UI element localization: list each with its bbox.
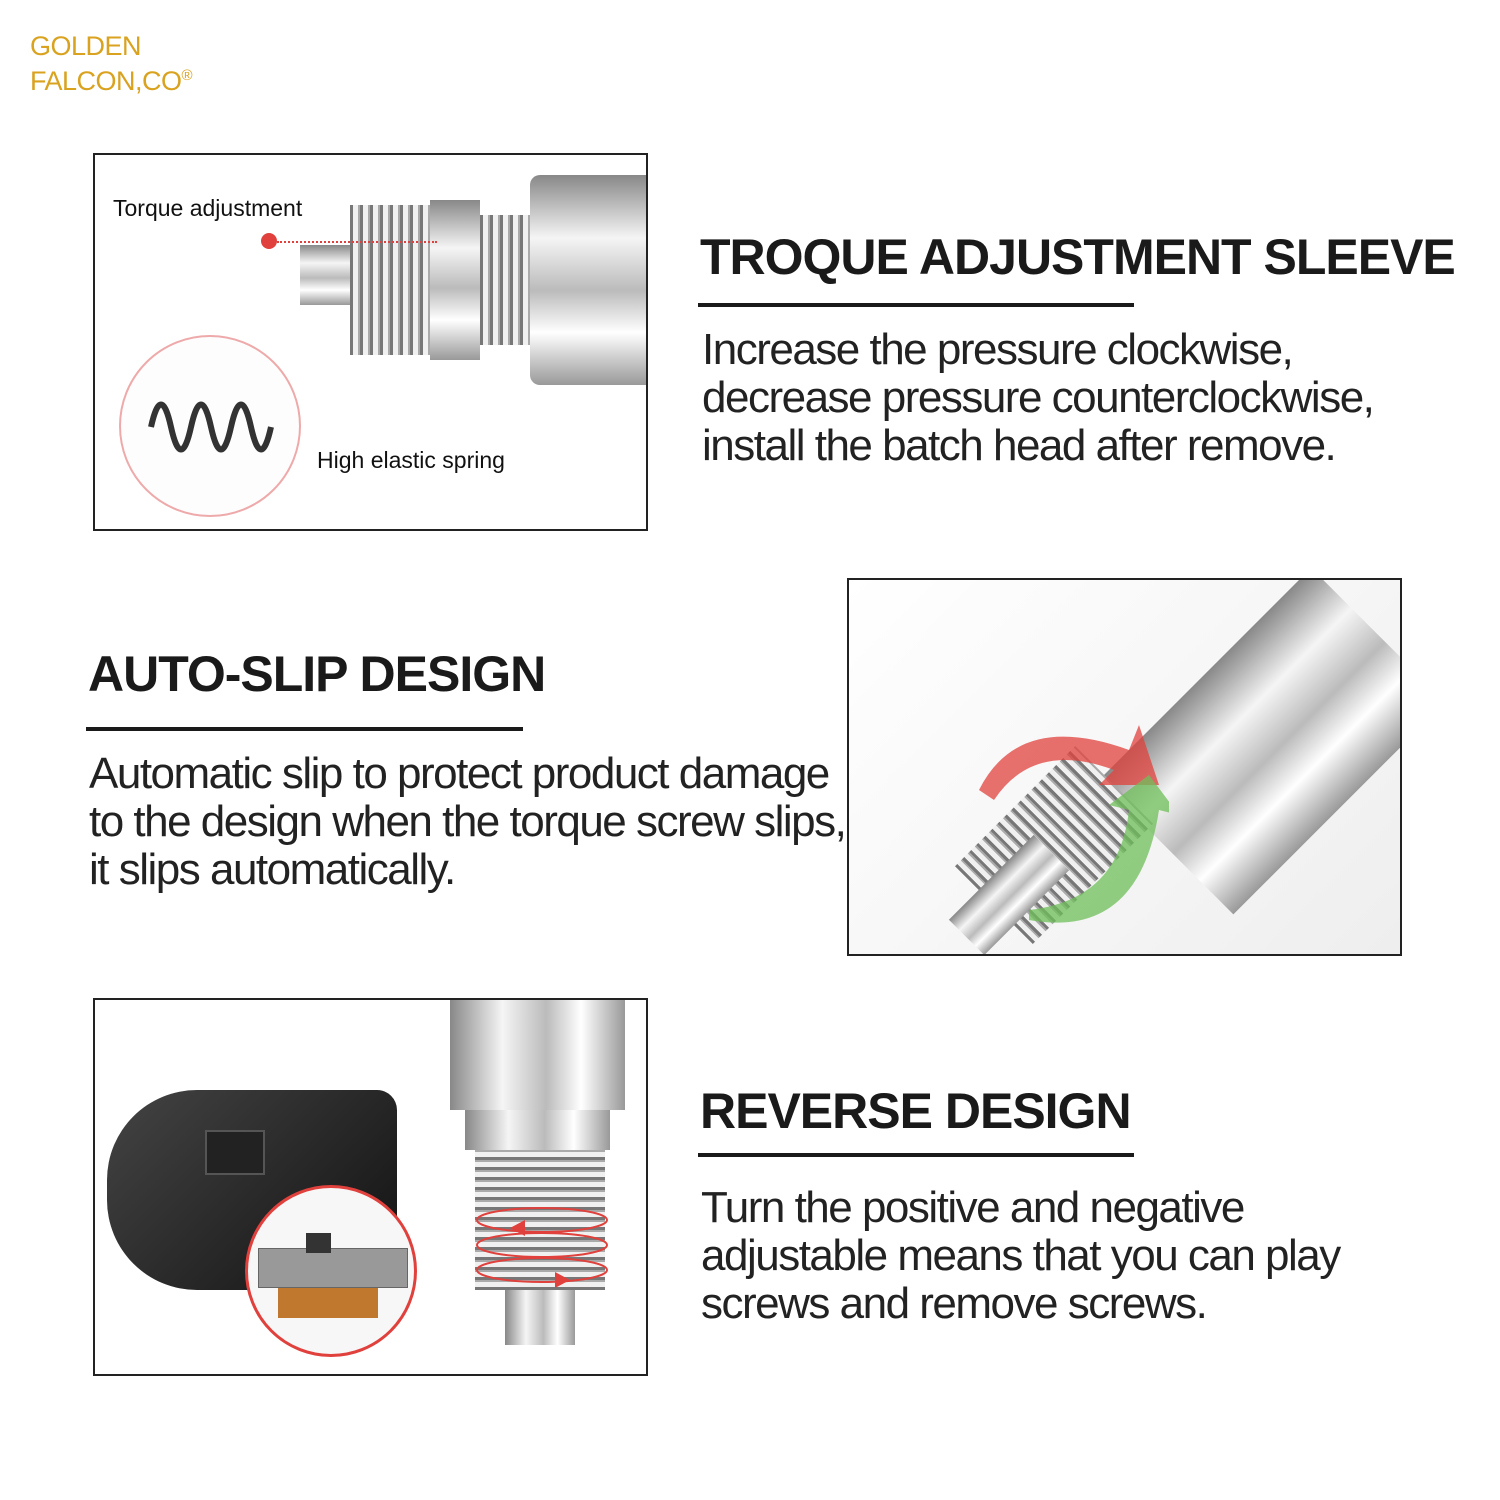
reverse-switch-image [93, 998, 648, 1376]
section-title: TROQUE ADJUSTMENT SLEEVE [700, 229, 1456, 285]
marker-dot [261, 233, 277, 249]
section-title: REVERSE DESIGN [700, 1083, 1132, 1139]
section-body: Turn the positive and negative adjustabl… [701, 1183, 1341, 1328]
divider [86, 727, 523, 731]
brand-logo: GOLDEN FALCON,CO® [30, 31, 193, 96]
spring-callout [119, 335, 301, 517]
spring-icon [148, 401, 274, 453]
auto-slip-image [847, 578, 1402, 956]
section-body: Automatic slip to protect product damage… [89, 749, 847, 894]
divider [698, 303, 1134, 307]
spring-label: High elastic spring [317, 447, 505, 473]
torque-label: Torque adjustment [113, 195, 303, 221]
divider [698, 1153, 1134, 1157]
rotation-arrows-icon [979, 725, 1169, 923]
switch-callout [245, 1185, 417, 1357]
torque-sleeve-image: Torque adjustment High elastic spring [93, 153, 648, 531]
section-title: AUTO-SLIP DESIGN [88, 646, 546, 702]
section-body: Increase the pressure clockwise, decreas… [702, 325, 1375, 470]
reverse-arrows-icon [476, 1207, 608, 1288]
